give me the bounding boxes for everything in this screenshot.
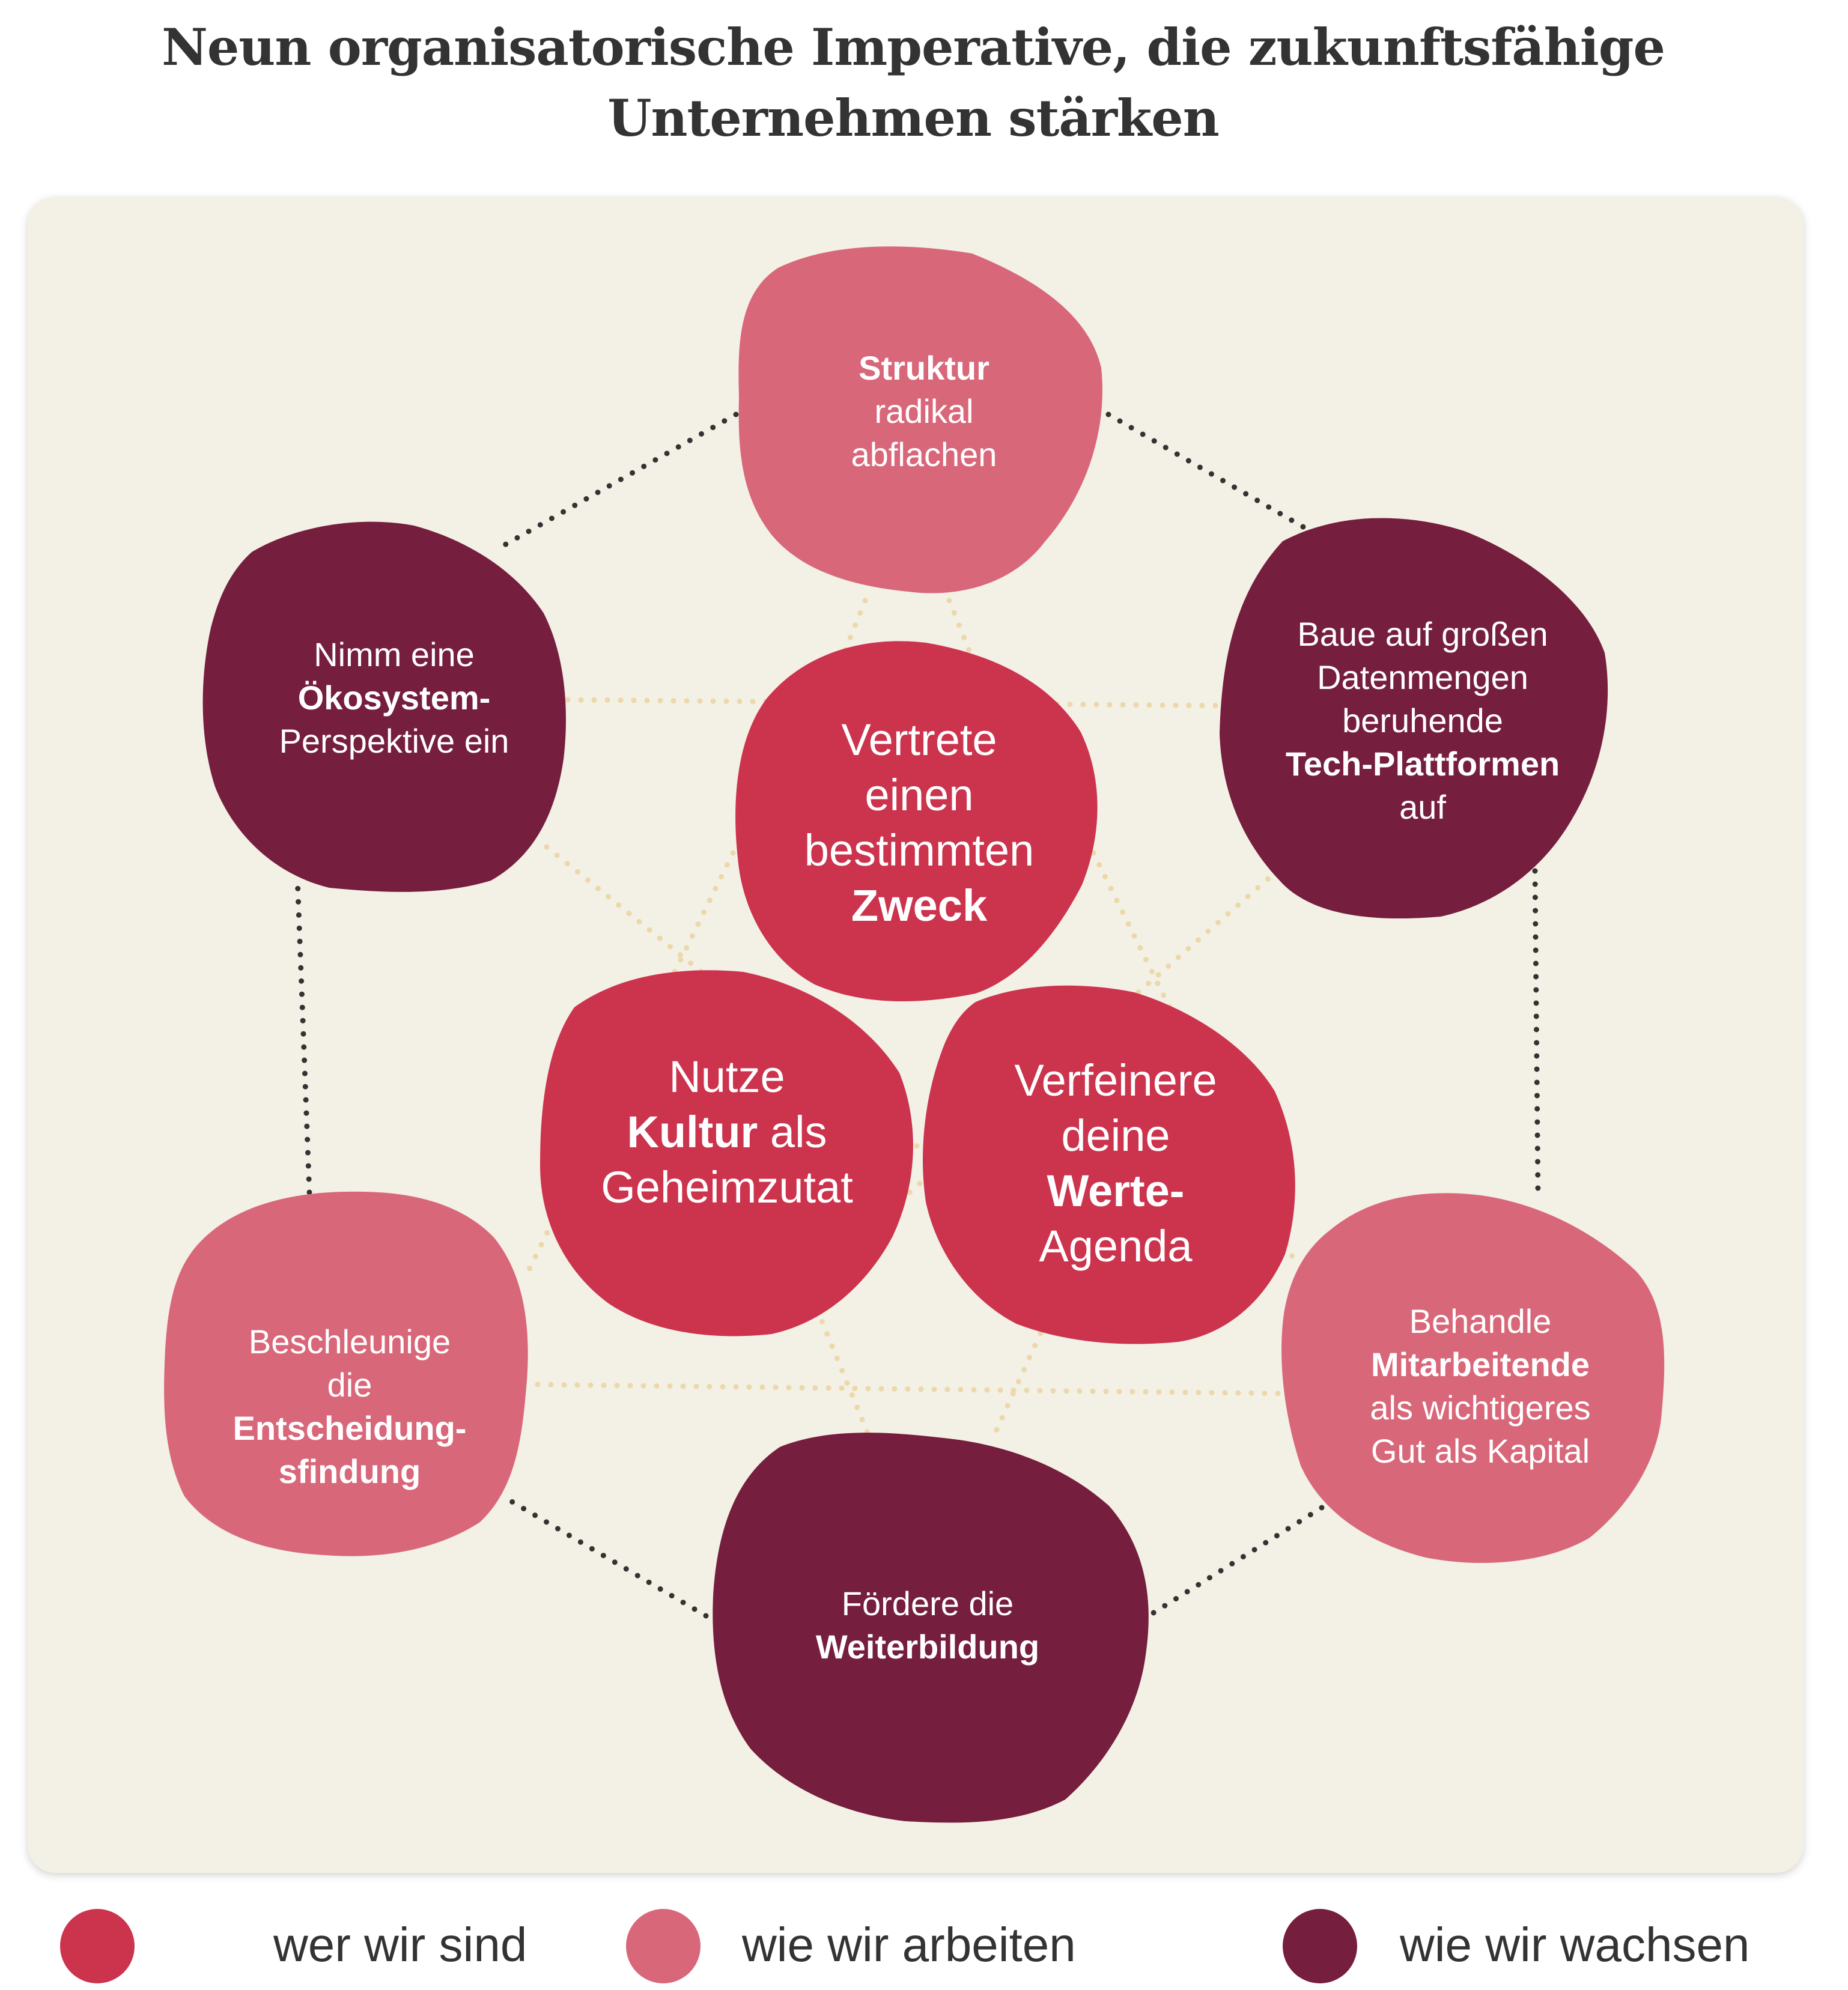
struktur-line-2: radikal: [874, 392, 974, 430]
tech-line-2: Datenmengen: [1317, 658, 1528, 696]
outer-connector-lines: [294, 411, 1541, 1619]
oekosystem-line-3: Perspektive ein: [279, 722, 509, 760]
circle-oekosystem: [202, 521, 566, 892]
circle-zweck: [735, 641, 1098, 1002]
zweck-line-1: Vertrete: [841, 715, 997, 765]
outer-mitarbeitende-weiterbildung: [1150, 1505, 1325, 1616]
legend-label-wie-wir-wachsen: wie wir wachsen: [1400, 1918, 1750, 1971]
label-kultur: Nutze Kultur als Geheimzutat: [601, 1049, 853, 1215]
label-struktur: Struktur radikal abflachen: [851, 347, 997, 476]
mitarbeitende-line-3: als wichtigeres: [1370, 1389, 1591, 1427]
entscheidung-line-2: die: [327, 1366, 372, 1404]
outer-tech-mitarbeitende: [1532, 868, 1541, 1198]
zweck-line-2: einen: [865, 770, 974, 820]
werte-line-4: Agenda: [1039, 1221, 1193, 1271]
label-oekosystem: Nimm eine Ökosystem- Perspektive ein: [279, 633, 509, 763]
mitarbeitende-line-1: Behandle: [1409, 1302, 1552, 1340]
entscheidung-line-3: Entscheidung-: [233, 1409, 467, 1447]
label-mitarbeitende: Behandle Mitarbeitende als wichtigeres G…: [1370, 1300, 1590, 1473]
title-line-2: Unternehmen stärken: [607, 88, 1220, 148]
diagram-graphic: [164, 246, 1665, 1823]
label-zweck: Vertrete einen bestimmten Zweck: [804, 712, 1034, 933]
kultur-line-2-rest: als: [758, 1107, 827, 1157]
circle-werte: [923, 985, 1295, 1344]
connector-struktur-zweck-right: [946, 598, 976, 664]
title-line-1: Neun organisatorische Imperative, die zu…: [162, 17, 1665, 77]
zweck-line-4: Zweck: [851, 881, 988, 930]
legend: wer wir sind wie wir arbeiten wie wir wa…: [0, 1898, 1848, 1990]
werte-line-3: Werte-: [1047, 1166, 1185, 1216]
kultur-line-2: Kultur als: [601, 1105, 853, 1160]
oekosystem-line-1: Nimm eine: [314, 636, 475, 673]
page-title: Neun organisatorische Imperative, die zu…: [0, 12, 1826, 154]
kultur-line-3: Geheimzutat: [601, 1162, 853, 1212]
weiterbildung-line-1: Fördere die: [841, 1585, 1014, 1622]
mitarbeitende-line-2: Mitarbeitende: [1370, 1345, 1590, 1383]
label-tech: Baue auf großen Datenmengen beruhende Te…: [1286, 613, 1560, 829]
mitarbeitende-line-4: Gut als Kapital: [1370, 1432, 1590, 1470]
tech-line-1: Baue auf großen: [1297, 615, 1548, 653]
struktur-line-3: abflachen: [851, 435, 997, 473]
circle-kultur: [540, 970, 913, 1336]
label-entscheidung: Beschleunige die Entscheidung- sfindung: [233, 1320, 467, 1493]
connector-weiterbildung-left: [814, 1306, 874, 1445]
struktur-line-1: Struktur: [859, 349, 989, 387]
tech-line-5: auf: [1399, 788, 1446, 826]
label-werte: Verfeinere deine Werte- Agenda: [1014, 1053, 1217, 1274]
connector-entscheidung-mitarbeitende: [535, 1382, 1289, 1397]
werte-line-1: Verfeinere: [1014, 1055, 1217, 1105]
entscheidung-line-1: Beschleunige: [248, 1323, 451, 1361]
outer-struktur-oekosystem: [499, 411, 739, 550]
zweck-line-3: bestimmten: [804, 825, 1035, 875]
kultur-line-2-bold: Kultur: [627, 1107, 758, 1157]
connector-zweck-kultur-link: [526, 850, 736, 1273]
connector-tech-entscheidung: [766, 850, 1301, 1318]
oekosystem-line-2: Ökosystem-: [297, 679, 491, 717]
circle-mitarbeitende: [1281, 1193, 1665, 1564]
kultur-line-1: Nutze: [669, 1052, 785, 1102]
legend-swatch-wie-wir-arbeiten: [626, 1909, 701, 1983]
outer-weiterbildung-entscheidung: [499, 1493, 709, 1619]
outer-entscheidung-oekosystem: [294, 874, 312, 1195]
tech-line-4: Tech-Plattformen: [1285, 745, 1560, 783]
entscheidung-line-4: sfindung: [278, 1452, 421, 1490]
imperative-circles: [164, 246, 1665, 1823]
circle-struktur: [738, 246, 1102, 593]
werte-line-2: deine: [1061, 1111, 1170, 1160]
label-weiterbildung: Fördere die Weiterbildung: [816, 1582, 1039, 1669]
legend-label-wie-wir-arbeiten: wie wir arbeiten: [742, 1918, 1076, 1971]
circle-weiterbildung: [713, 1433, 1149, 1823]
circle-tech: [1220, 518, 1608, 919]
circle-entscheidung: [164, 1191, 528, 1556]
legend-label-wer-wir-sind: wer wir sind: [273, 1918, 527, 1971]
tech-line-3: beruhende: [1342, 702, 1503, 739]
outer-struktur-tech: [1105, 411, 1325, 541]
legend-swatch-wer-wir-sind: [60, 1909, 135, 1983]
weiterbildung-line-2: Weiterbildung: [815, 1628, 1040, 1666]
legend-swatch-wie-wir-wachsen: [1283, 1909, 1357, 1983]
